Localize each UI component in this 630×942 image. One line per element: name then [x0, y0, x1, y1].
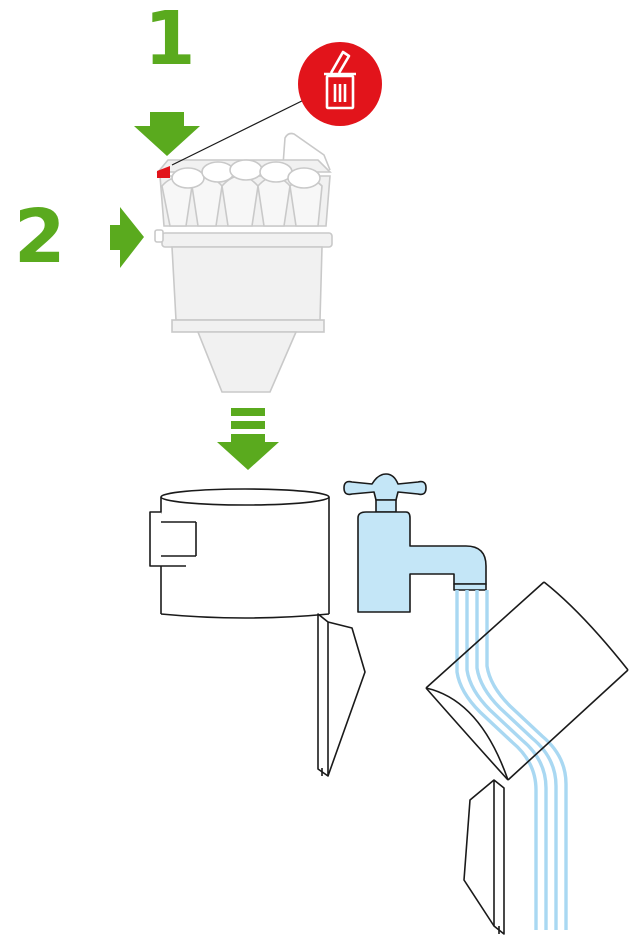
trash-can-icon	[298, 42, 382, 126]
bin-cylinder	[149, 488, 330, 619]
water-stream	[455, 590, 568, 930]
bin-door-left	[317, 613, 366, 777]
bin-tilted	[425, 581, 629, 781]
step-number-1: 1	[144, 0, 196, 82]
arrow-down-icon	[134, 112, 200, 156]
callout-line	[171, 94, 315, 166]
arrow-right-icon	[110, 207, 144, 268]
red-release-button	[157, 166, 170, 178]
triple-bar-arrow-down-icon	[217, 408, 279, 470]
bin-door-right	[463, 779, 505, 935]
step-number-2: 2	[14, 194, 66, 280]
water-tap-icon	[343, 473, 487, 613]
cyclone-bin-unit	[154, 132, 333, 393]
